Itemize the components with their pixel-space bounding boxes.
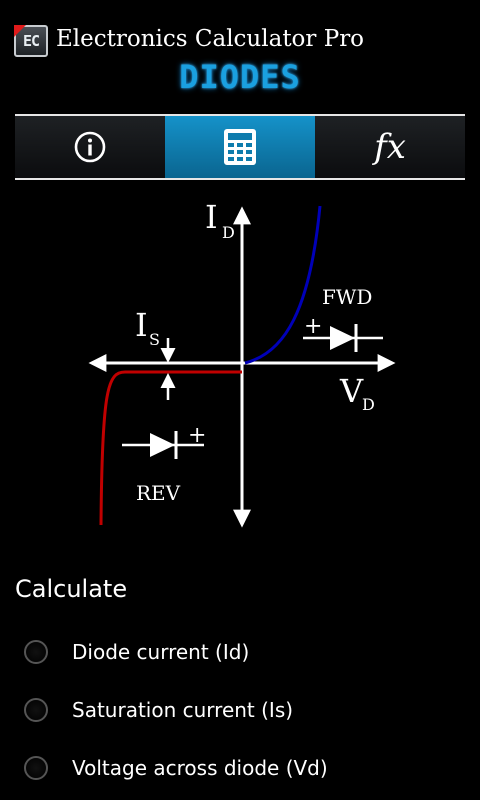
option-diode-current[interactable]: Diode current (Id) — [24, 632, 249, 672]
calculator-icon — [224, 129, 256, 165]
tab-info[interactable] — [15, 116, 165, 178]
id-axis-subscript: D — [222, 223, 235, 242]
reverse-diode-icon — [122, 431, 204, 459]
rev-label: REV — [136, 481, 181, 505]
option-label: Diode current (Id) — [72, 640, 250, 664]
title-bar: EC Electronics Calculator Pro — [0, 0, 480, 60]
app-icon-text: EC — [22, 32, 40, 50]
option-label: Voltage across diode (Vd) — [72, 756, 328, 780]
tab-calculator[interactable] — [165, 116, 315, 178]
forward-curve — [244, 205, 322, 365]
option-label: Saturation current (Is) — [72, 698, 294, 722]
fx-icon: fx — [374, 127, 406, 167]
option-voltage-across-diode[interactable]: Voltage across diode (Vd) — [24, 748, 328, 788]
id-axis-label: I — [205, 198, 218, 236]
reverse-curve — [99, 370, 242, 526]
app-title: Electronics Calculator Pro — [56, 26, 365, 52]
fwd-label: FWD — [322, 285, 372, 309]
radio-button[interactable] — [24, 640, 48, 664]
app-logo-icon: EC — [14, 25, 48, 57]
fwd-plus: + — [304, 314, 322, 339]
option-saturation-current[interactable]: Saturation current (Is) — [24, 690, 293, 730]
rev-plus: + — [188, 423, 206, 448]
logo-corner — [14, 25, 26, 37]
diode-iv-diagram: I D V D I S FWD REV + + — [88, 198, 396, 528]
forward-diode-icon — [303, 324, 383, 352]
tab-bar: fx — [15, 114, 465, 180]
vd-axis-subscript: D — [362, 395, 375, 414]
vd-axis-label: V — [339, 372, 364, 410]
tab-formulas[interactable]: fx — [315, 116, 465, 178]
is-subscript: S — [149, 330, 160, 349]
radio-button[interactable] — [24, 698, 48, 722]
radio-button[interactable] — [24, 756, 48, 780]
info-icon — [74, 131, 106, 163]
is-label: I — [135, 306, 148, 344]
section-title: DIODES — [179, 58, 301, 96]
calculate-heading: Calculate — [15, 575, 128, 603]
